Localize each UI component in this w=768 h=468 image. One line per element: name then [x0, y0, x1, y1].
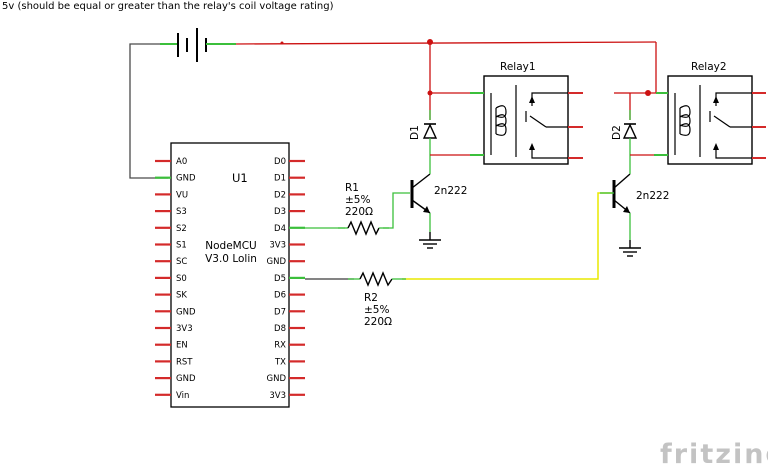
diode-d2: D2	[611, 110, 668, 156]
mcu-name-line2: V3.0 Lolin	[205, 253, 257, 265]
r1-tolerance: ±5%	[345, 194, 370, 206]
mcu-left-pin-label: S1	[176, 241, 187, 251]
ground-wire	[129, 43, 168, 179]
mcu-right-pin-label: 3V3	[269, 391, 286, 401]
mcu-right-pin-label: TX	[274, 357, 286, 367]
mcu-left-pin-label: GND	[176, 374, 196, 384]
mcu-left-pin-label: RST	[176, 357, 193, 367]
mcu-name-line1: NodeMCU	[205, 240, 256, 252]
transistor-q1: 2n222	[410, 155, 467, 232]
mcu-right-pin-label: D8	[274, 324, 286, 334]
resistor-r1: R1 ±5% 220Ω	[338, 182, 389, 236]
power-rail	[235, 41, 657, 120]
relay1-ref: Relay1	[500, 61, 536, 73]
mcu-ref: U1	[232, 171, 248, 185]
mcu-right-pin-label: GND	[267, 374, 287, 384]
transistor-q2: 2n222	[600, 155, 669, 240]
mcu-left-pin-label: S3	[176, 207, 187, 217]
q1-part: 2n222	[434, 185, 467, 197]
d2-ref: D2	[611, 125, 623, 140]
mcu-right-pin-label: D2	[274, 190, 286, 200]
mcu-right-pin-label: D3	[274, 207, 286, 217]
r1-ref: R1	[345, 182, 359, 194]
mcu-left-pin-label: GND	[176, 174, 196, 184]
ground-symbol-q2	[619, 240, 641, 257]
r2-tolerance: ±5%	[364, 304, 389, 316]
ground-symbol-q1	[419, 232, 441, 249]
diode-d1: D1	[409, 110, 484, 156]
mcu-right-pin-label: D7	[274, 307, 286, 317]
mcu-left-pin-label: A0	[176, 157, 187, 167]
mcu-right-pin-label: D5	[274, 274, 286, 284]
relay-2: Relay2	[654, 61, 766, 165]
mcu-right-pin-label: D6	[274, 291, 286, 301]
mcu-right-pin-label: RX	[274, 341, 286, 351]
power-junctions	[280, 39, 651, 96]
battery-5v	[160, 28, 236, 62]
mcu-right-pin-label: D1	[274, 174, 286, 184]
relay2-ref: Relay2	[691, 61, 727, 73]
mcu-left-pin-label: 3V3	[176, 324, 193, 334]
d1-ref: D1	[409, 125, 421, 140]
mcu-left-pin-label: EN	[176, 341, 188, 351]
r1-base-wire	[383, 192, 410, 229]
mcu-left-pin-label: S2	[176, 224, 187, 234]
relay-1: Relay1	[470, 61, 583, 165]
resistor-r2: R2 ±5% 220Ω	[348, 271, 406, 328]
mcu-right-pin-label: 3V3	[269, 241, 286, 251]
r2-value: 220Ω	[364, 316, 392, 328]
mcu-left-pin-label: S0	[176, 274, 187, 284]
fritzing-logo: fritzing	[660, 439, 768, 468]
mcu-left-pin-label: VU	[176, 190, 188, 200]
supply-note: 5v (should be equal or greater than the …	[2, 1, 334, 12]
mcu-right-pin-label: GND	[267, 257, 287, 267]
mcu-left-pin-label: Vin	[176, 391, 189, 401]
mcu-left-pin-label: SK	[176, 291, 187, 301]
mcu-left-pin-label: SC	[176, 257, 187, 267]
mcu-left-pin-label: GND	[176, 307, 196, 317]
r2-base-wire	[402, 192, 612, 280]
r1-value: 220Ω	[345, 206, 373, 218]
mcu-right-pin-label: D0	[274, 157, 286, 167]
mcu-right-pin-label: D4	[274, 224, 286, 234]
r2-ref: R2	[364, 292, 378, 304]
q2-part: 2n222	[636, 190, 669, 202]
